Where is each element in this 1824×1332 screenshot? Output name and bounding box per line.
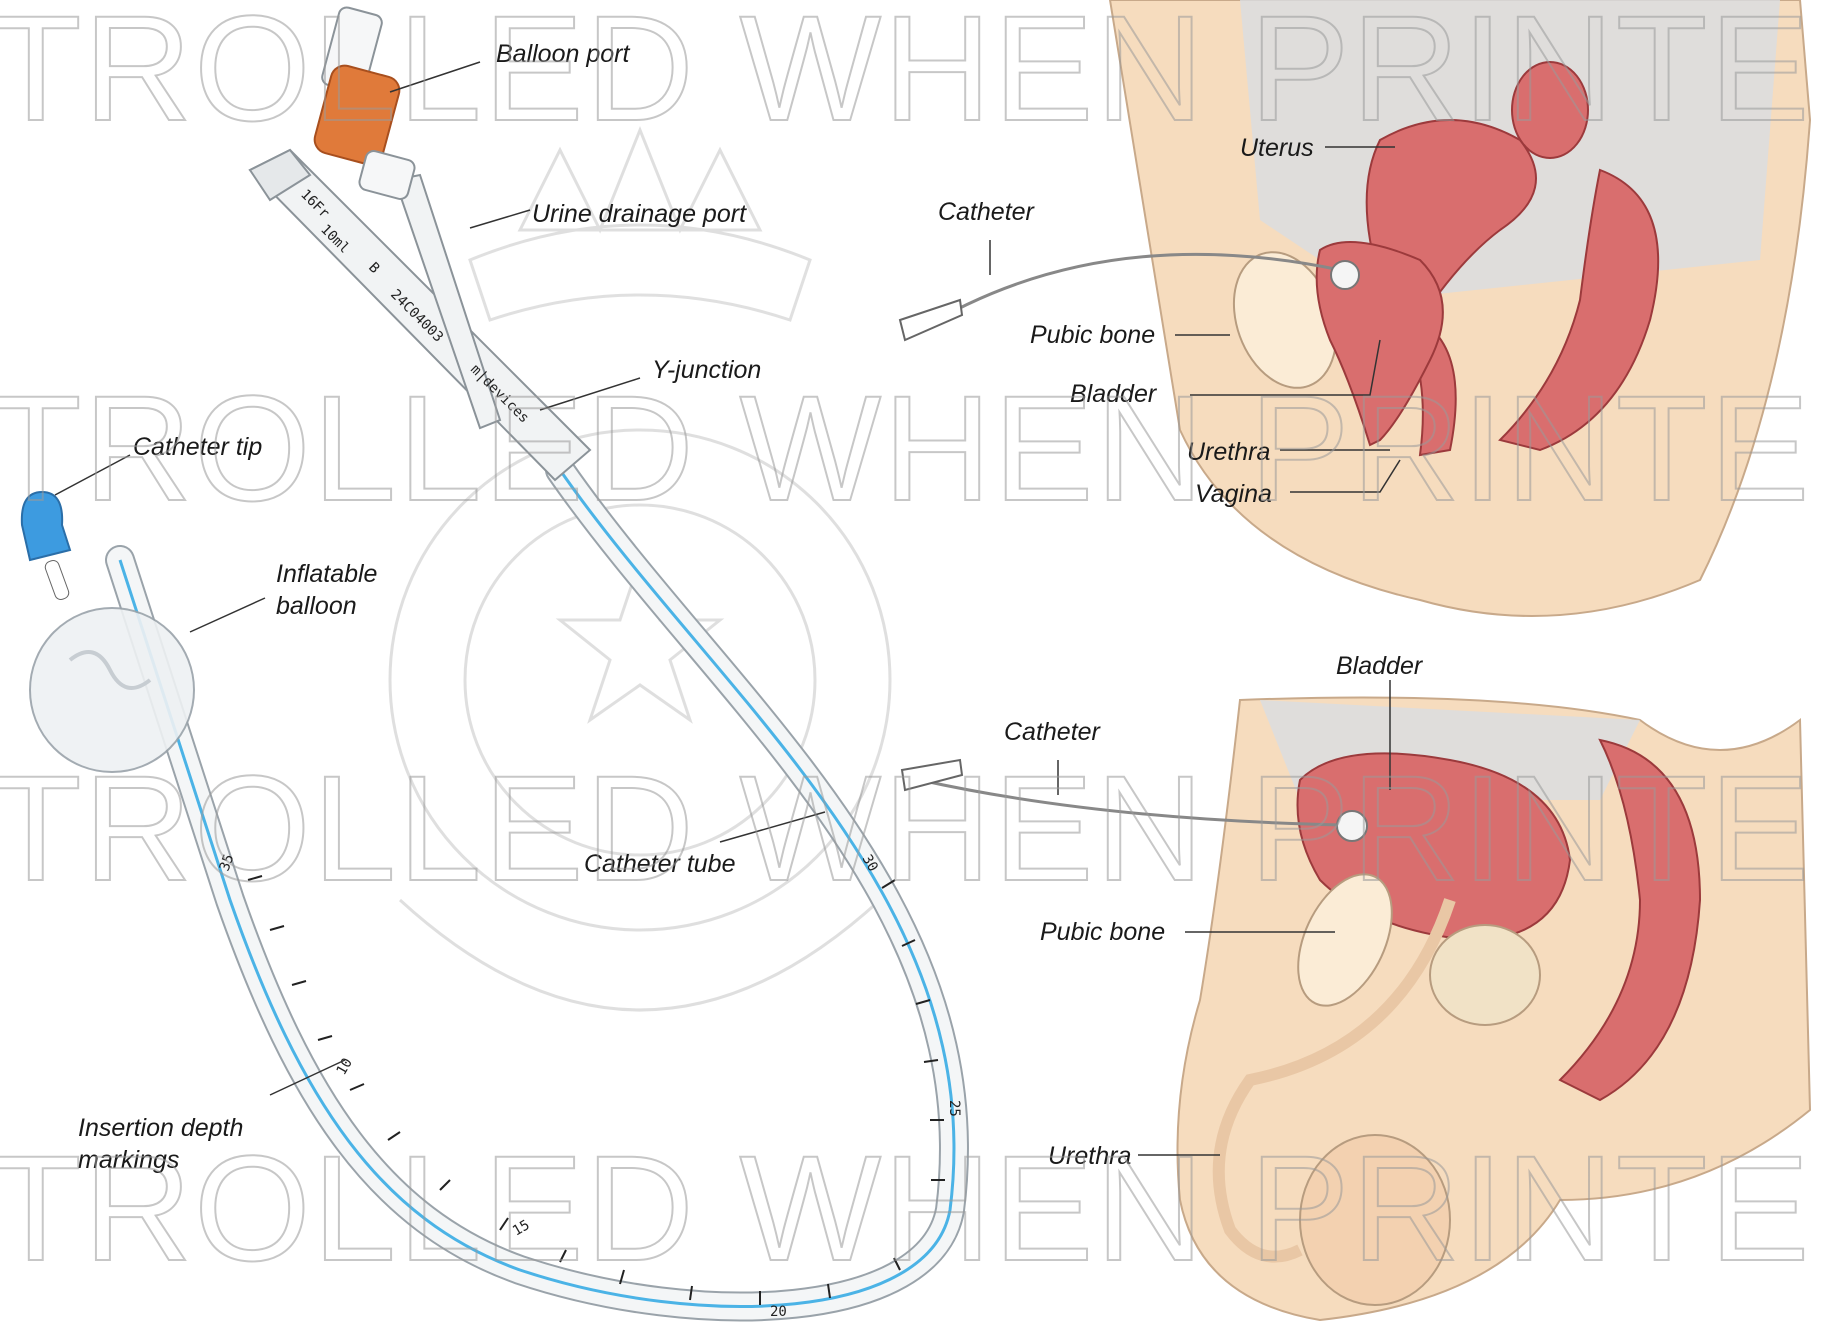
depth-mark-20: 20 bbox=[770, 1304, 787, 1320]
label-pubic-bone-male: Pubic bone bbox=[1040, 918, 1165, 946]
depth-mark-10: 10 bbox=[334, 1055, 356, 1078]
label-catheter-female: Catheter bbox=[938, 198, 1036, 226]
watermark-row-4: TROLLED WHEN PRINTE bbox=[0, 1124, 1812, 1292]
depth-mark-25: 25 bbox=[946, 1100, 962, 1117]
label-inflatable-1: Inflatable bbox=[276, 560, 377, 588]
label-bladder-male: Bladder bbox=[1336, 652, 1424, 680]
male-prostate bbox=[1430, 925, 1540, 1025]
label-pubic-bone-female: Pubic bone bbox=[1030, 321, 1155, 349]
label-inflatable-2: balloon bbox=[276, 592, 357, 620]
watermark-row-2: TROLLED WHEN PRINTE bbox=[0, 364, 1812, 532]
watermark-row-3: TROLLED WHEN PRINTE bbox=[0, 744, 1812, 912]
label-catheter-male: Catheter bbox=[1004, 718, 1102, 746]
label-urine-drainage-port: Urine drainage port bbox=[532, 200, 747, 228]
watermark-row-1: TROLLED WHEN PRINTE bbox=[0, 0, 1812, 152]
